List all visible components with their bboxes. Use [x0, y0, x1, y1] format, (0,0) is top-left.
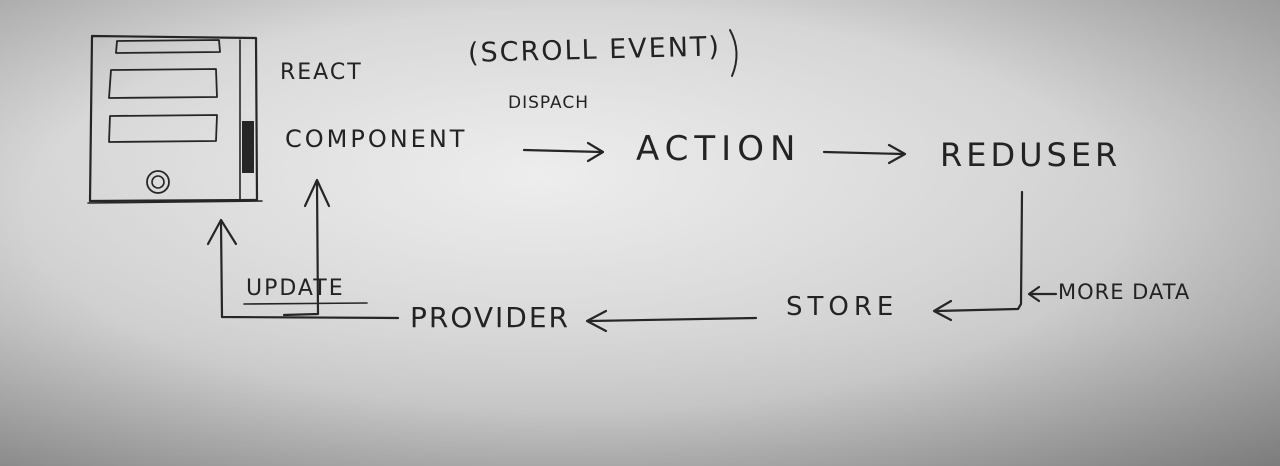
provider-node: PROVIDER — [410, 301, 571, 334]
dispach-label: DISPACH — [508, 93, 590, 113]
scroll-event-paren — [729, 29, 738, 77]
react-label: REACT — [280, 60, 363, 85]
scrollbar-thumb-sketch — [242, 121, 254, 173]
arrow-reduser-to-store — [932, 190, 1024, 322]
arrow-more-data — [1027, 285, 1058, 303]
home-button-icon — [146, 170, 170, 194]
action-node: ACTION — [636, 129, 802, 169]
arrow-component-to-action — [522, 141, 605, 163]
arrow-provider-to-component — [206, 178, 400, 320]
reduser-node: REDUSER — [940, 136, 1122, 174]
update-underline — [243, 302, 368, 305]
arrow-action-to-reduser — [822, 143, 907, 165]
component-label: COMPONENT — [285, 125, 468, 153]
update-label: UPDATE — [246, 276, 345, 301]
browser-window-sketch — [87, 34, 263, 204]
more-data-label: MORE DATA — [1058, 280, 1191, 304]
store-node: STORE — [786, 292, 899, 322]
arrow-store-to-provider — [585, 309, 758, 333]
scroll-event-label: (SCROLL EVENT) — [467, 31, 722, 69]
